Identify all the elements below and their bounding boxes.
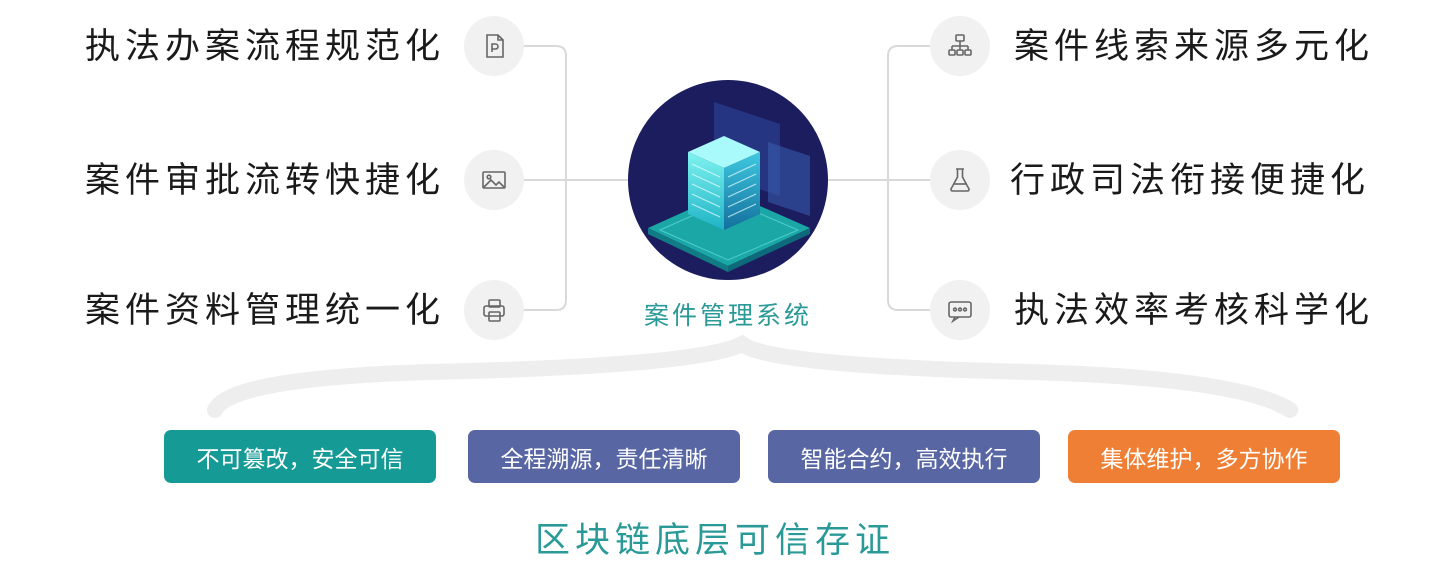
- feature-label-right-3: 执法效率考核科学化: [1014, 291, 1375, 331]
- tag-traceable: 全程溯源，责任清晰: [468, 430, 740, 483]
- center-title: 案件管理系统: [643, 301, 812, 330]
- feature-label-right-2: 行政司法衔接便捷化: [1010, 161, 1371, 201]
- printer-icon: [464, 280, 524, 340]
- tag-immutable: 不可篡改，安全可信: [164, 430, 436, 483]
- image-icon: [464, 150, 524, 210]
- document-p-icon: [464, 16, 524, 76]
- feature-label-left-2: 案件审批流转快捷化: [84, 161, 445, 201]
- tag-collective: 集体维护，多方协作: [1068, 430, 1340, 483]
- feature-label-left-1: 执法办案流程规范化: [84, 27, 445, 67]
- tag-smart-contract: 智能合约，高效执行: [768, 430, 1040, 483]
- feature-label-right-1: 案件线索来源多元化: [1014, 27, 1375, 67]
- chat-icon: [930, 280, 990, 340]
- footer-title: 区块链底层可信存证: [534, 521, 895, 561]
- sitemap-icon: [930, 16, 990, 76]
- feature-label-left-3: 案件资料管理统一化: [84, 291, 445, 331]
- server-cube-icon: [628, 80, 828, 280]
- flask-icon: [930, 150, 990, 210]
